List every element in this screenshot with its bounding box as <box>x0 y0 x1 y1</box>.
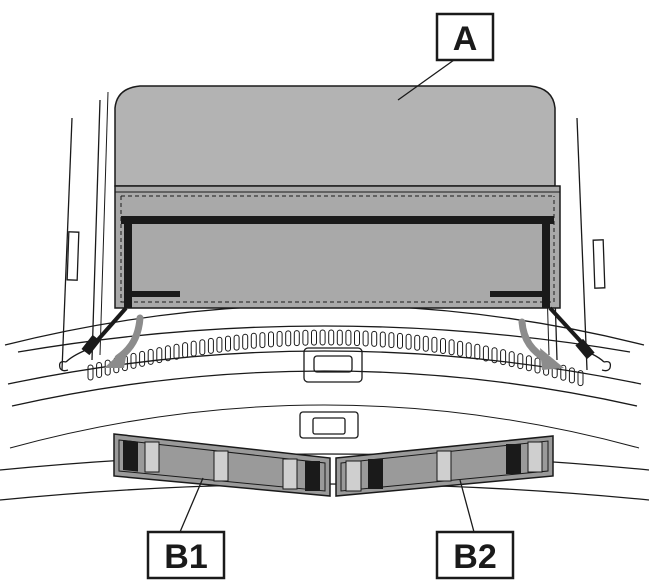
left-hook-icon <box>58 360 69 372</box>
vent-slot <box>328 329 335 346</box>
vent-slot <box>319 329 326 346</box>
vent-slot <box>568 367 575 384</box>
cover-lower-panel <box>114 185 561 309</box>
cover-right-foot <box>490 291 542 297</box>
trunk-floor <box>0 304 649 501</box>
cargo-cover-a <box>114 85 561 309</box>
vent-slot <box>431 336 438 353</box>
label-b1: B1 <box>164 538 207 576</box>
trunk-latch <box>299 411 359 439</box>
vent-slot <box>139 350 146 367</box>
vent-slot <box>164 345 171 362</box>
vent-slot <box>199 339 206 356</box>
vent-slot <box>379 331 386 348</box>
vent-slot <box>388 332 395 349</box>
vent-slot <box>147 348 154 365</box>
leader-b2 <box>459 479 475 533</box>
vent-slot <box>156 347 163 364</box>
vent-slot <box>207 337 214 354</box>
right-hook-icon <box>601 360 612 372</box>
vent-slot <box>482 345 489 362</box>
vent-slot <box>457 340 464 357</box>
vent-slot <box>336 329 343 346</box>
cover-left-bar <box>124 224 132 308</box>
vent-slot <box>465 342 472 359</box>
vent-slot <box>225 335 231 352</box>
vent-slot <box>397 332 403 349</box>
vent-slot <box>233 334 240 351</box>
left-curved-arrow-icon <box>104 314 144 368</box>
cover-right-bar <box>542 224 550 308</box>
left-strap <box>58 306 128 372</box>
vent-slot <box>96 362 103 378</box>
vent-slot <box>525 355 532 372</box>
vent-slot <box>474 343 481 360</box>
sill-plate-b1 <box>113 433 331 497</box>
vent-slot <box>491 347 498 364</box>
vent-slot <box>422 335 429 352</box>
vent-slot <box>577 370 584 387</box>
label-b2: B2 <box>453 538 496 576</box>
callout-b1: B1 <box>146 530 226 580</box>
vent-slot <box>293 330 300 347</box>
vent-slot <box>268 331 274 348</box>
vent-slot <box>508 351 515 368</box>
vent-slot <box>242 333 249 350</box>
vent-slot <box>534 357 541 374</box>
floor-handle <box>303 347 363 383</box>
cover-upper-panel <box>114 85 556 187</box>
vent-slot <box>173 343 180 360</box>
vent-slot <box>190 340 197 357</box>
leader-a <box>397 59 455 101</box>
vent-slot <box>311 329 317 346</box>
vent-slot <box>560 364 567 381</box>
right-strap <box>548 306 612 372</box>
bumper-vents <box>87 329 584 387</box>
vent-slot <box>371 330 378 347</box>
vent-slot <box>414 334 421 351</box>
vent-slot <box>440 338 446 354</box>
vent-slot <box>345 329 352 346</box>
vent-slot <box>517 353 524 370</box>
right-curved-arrow-icon <box>518 318 564 370</box>
label-a: A <box>453 20 478 58</box>
vent-slot <box>405 333 412 350</box>
trunk-left-wall <box>61 91 109 371</box>
sill-plate-b2 <box>335 435 554 497</box>
vent-slot <box>354 330 360 347</box>
vent-slot <box>130 352 137 369</box>
callout-a: A <box>435 12 495 62</box>
cover-top-bar <box>121 216 554 224</box>
leader-b1 <box>179 477 204 533</box>
cover-left-foot <box>132 291 180 297</box>
vent-slot <box>500 349 507 366</box>
vent-slot <box>448 339 455 356</box>
vent-slot <box>259 332 266 349</box>
vent-slot <box>87 364 94 381</box>
callout-b2: B2 <box>435 530 515 580</box>
vent-slot <box>250 332 257 349</box>
vent-slot <box>276 330 283 347</box>
vent-slot <box>216 336 223 353</box>
vent-slot <box>302 329 309 346</box>
vent-slot <box>362 330 369 347</box>
vent-slot <box>285 330 292 347</box>
vent-slot <box>182 342 189 359</box>
